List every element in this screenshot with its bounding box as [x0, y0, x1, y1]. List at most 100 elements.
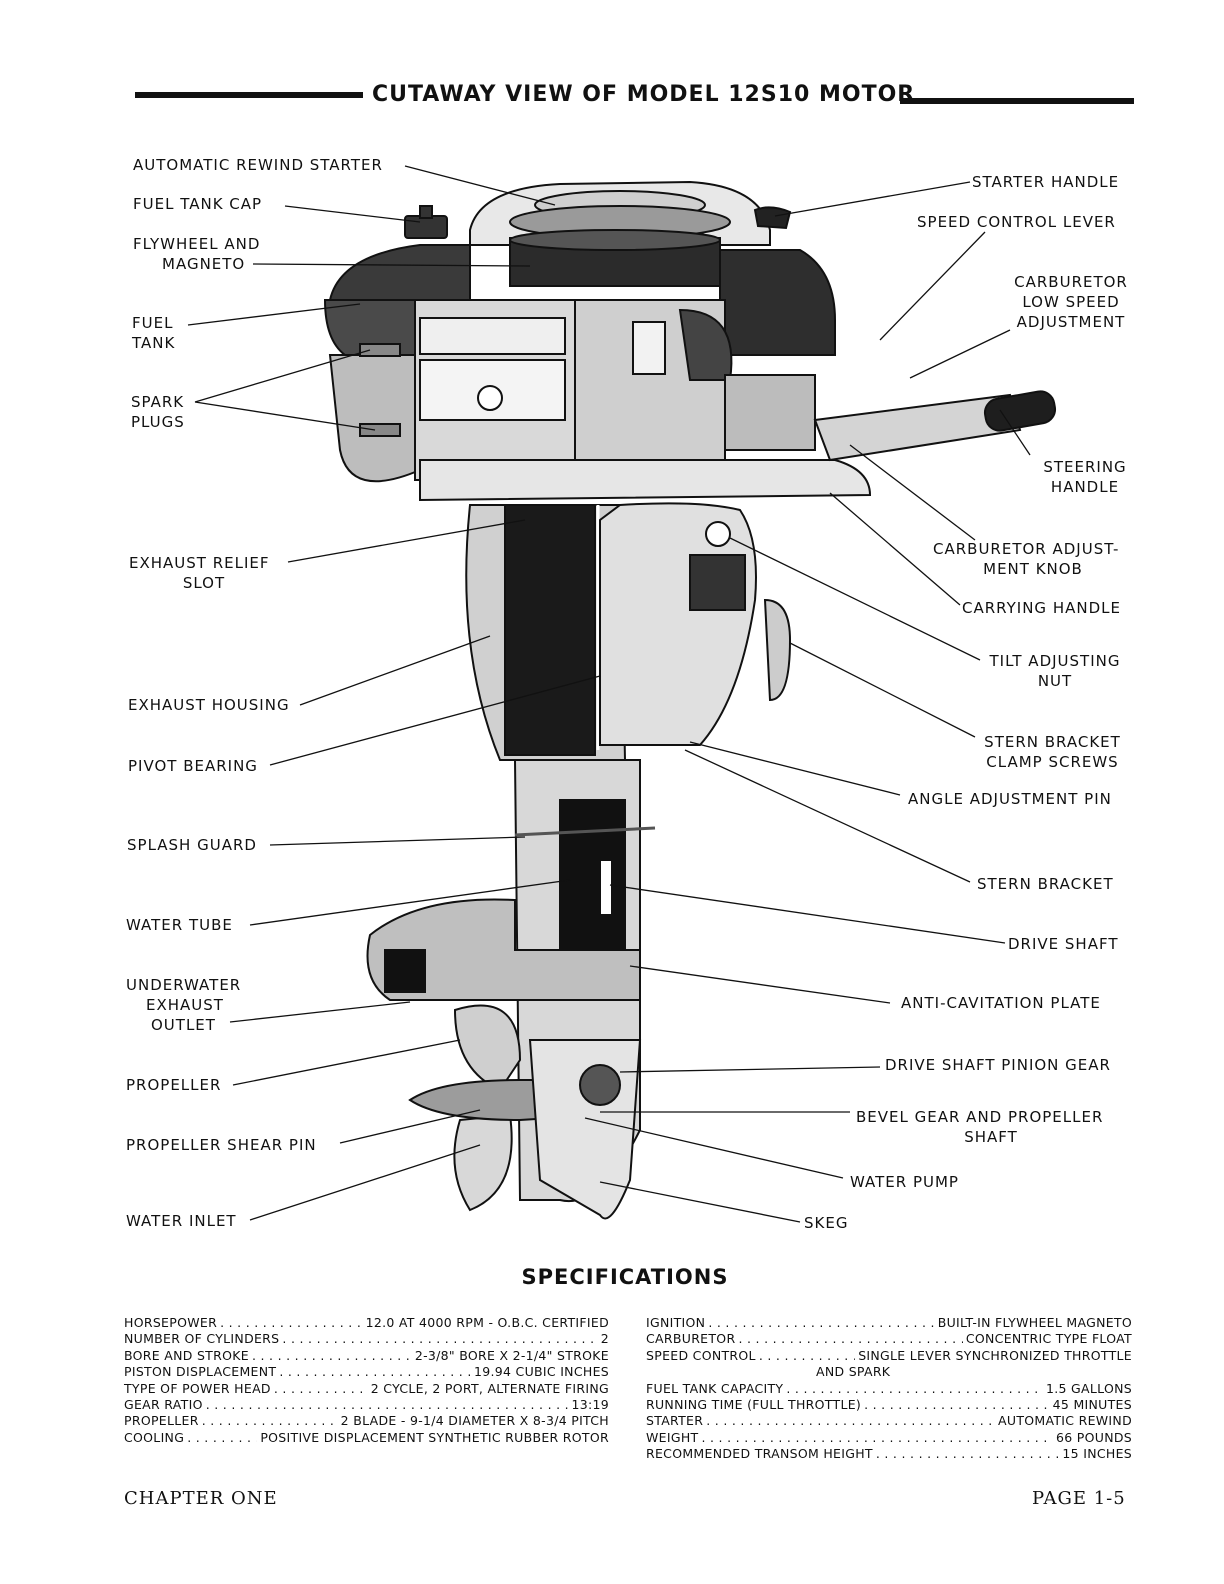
- page-title: CUTAWAY VIEW OF MODEL 12S10 MOTOR: [372, 82, 916, 107]
- label-spark-plugs-line1: SPARK: [131, 393, 185, 411]
- spec-key: RUNNING TIME (FULL THROTTLE): [646, 1397, 862, 1413]
- label-drive-shaft: DRIVE SHAFT: [1008, 935, 1119, 953]
- label-steering-line1: STEERING: [1043, 458, 1127, 476]
- label-carb-low-line1: CARBURETOR: [1014, 273, 1128, 291]
- spec-row: RUNNING TIME (FULL THROTTLE) 45 MINUTES: [646, 1397, 1132, 1413]
- label-underwater-line3: OUTLET: [151, 1016, 216, 1034]
- spec-list-left: HORSEPOWER 12.0 AT 4000 RPM - O.B.C. CERT…: [124, 1315, 609, 1446]
- label-carb-low-line2: LOW SPEED: [1022, 293, 1120, 311]
- spec-row: STARTER AUTOMATIC REWIND: [646, 1413, 1132, 1429]
- spec-row: RECOMMENDED TRANSOM HEIGHT 15 INCHES: [646, 1446, 1132, 1462]
- label-propeller: PROPELLER: [126, 1076, 222, 1094]
- label-splash-guard: SPLASH GUARD: [127, 836, 257, 854]
- label-fuel-tank-line1: FUEL: [132, 314, 174, 332]
- spec-value: AND SPARK: [816, 1364, 891, 1380]
- label-angle-adjustment-pin: ANGLE ADJUSTMENT PIN: [908, 790, 1112, 808]
- label-tilt-line2: NUT: [1037, 672, 1073, 690]
- spec-row: PROPELLER2 BLADE - 9-1/4 DIAMETER X 8-3/…: [124, 1413, 609, 1429]
- spec-row: TYPE OF POWER HEAD 2 CYCLE, 2 PORT, ALTER…: [124, 1381, 609, 1397]
- spec-value: 45 MINUTES: [1052, 1397, 1132, 1413]
- header-rule-left: [135, 92, 363, 98]
- label-skeg: SKEG: [804, 1214, 849, 1232]
- label-pivot-bearing: PIVOT BEARING: [128, 757, 258, 775]
- label-water-pump: WATER PUMP: [850, 1173, 959, 1191]
- spec-row: PISTON DISPLACEMENT 19.94 CUBIC INCHES: [124, 1364, 609, 1380]
- specifications-title: SPECIFICATIONS: [521, 1265, 729, 1289]
- motor-cutaway-illustration: [187, 165, 1057, 1223]
- spec-row: SPEED CONTROL SINGLE LEVER SYNCHRONIZED T…: [646, 1348, 1132, 1364]
- label-propeller-shear-pin: PROPELLER SHEAR PIN: [126, 1136, 317, 1154]
- label-bevel-gear-line2: SHAFT: [964, 1128, 1018, 1146]
- spec-value: 15 INCHES: [1062, 1446, 1132, 1462]
- spec-list-right: IGNITIONBUILT-IN FLYWHEEL MAGNETO CARBUR…: [646, 1315, 1132, 1463]
- page-number: PAGE 1-5: [1032, 1488, 1126, 1509]
- spec-row: BORE AND STROKE2-3/8" BORE X 2-1/4" STRO…: [124, 1348, 609, 1364]
- header-rule-right: [900, 98, 1134, 104]
- spec-leader: [279, 1364, 471, 1380]
- spec-value: 2-3/8" BORE X 2-1/4" STROKE: [414, 1347, 609, 1363]
- label-bevel-gear-line1: BEVEL GEAR AND PROPELLER: [856, 1108, 1104, 1126]
- spec-row: IGNITIONBUILT-IN FLYWHEEL MAGNETO: [646, 1315, 1132, 1331]
- spec-value: AUTOMATIC REWIND: [998, 1413, 1132, 1429]
- spec-leader: [282, 1331, 597, 1347]
- spec-leader: [220, 1315, 363, 1331]
- spec-value: 66 POUNDS: [1055, 1429, 1132, 1445]
- spec-key: GEAR RATIO: [124, 1397, 203, 1413]
- label-anti-cavitation-plate: ANTI-CAVITATION PLATE: [901, 994, 1101, 1012]
- label-underwater-line2: EXHAUST: [146, 996, 224, 1014]
- spec-row-continuation: AND SPARK: [646, 1364, 1132, 1380]
- spec-row: FUEL TANK CAPACITY 1.5 GALLONS: [646, 1381, 1132, 1397]
- spec-key: TYPE OF POWER HEAD: [124, 1380, 271, 1396]
- label-flywheel-line2: MAGNETO: [162, 255, 246, 273]
- label-carb-knob-line1: CARBURETOR ADJUST-: [933, 540, 1120, 558]
- spec-leader: [864, 1397, 1050, 1413]
- spec-leader: [738, 1331, 962, 1347]
- spec-key: COOLING: [124, 1429, 185, 1445]
- spec-key: IGNITION: [646, 1315, 706, 1330]
- spec-key: WEIGHT: [646, 1429, 699, 1445]
- label-speed-control-lever: SPEED CONTROL LEVER: [917, 213, 1116, 231]
- spec-key: NUMBER OF CYLINDERS: [124, 1331, 280, 1347]
- leader-lines: [187, 165, 1031, 1223]
- label-automatic-rewind-starter: AUTOMATIC REWIND STARTER: [133, 156, 383, 174]
- spec-key: RECOMMENDED TRANSOM HEIGHT: [646, 1446, 873, 1462]
- spec-leader: [274, 1381, 368, 1397]
- label-fuel-tank-cap: FUEL TANK CAP: [133, 195, 263, 213]
- spec-value: 2 CYCLE, 2 PORT, ALTERNATE FIRING: [370, 1380, 609, 1396]
- spec-row: HORSEPOWER 12.0 AT 4000 RPM - O.B.C. CERT…: [124, 1315, 609, 1331]
- spec-key: STARTER: [646, 1413, 704, 1429]
- spec-key: FUEL TANK CAPACITY: [646, 1380, 784, 1396]
- chapter-label: CHAPTER ONE: [124, 1488, 278, 1509]
- label-steering-line2: HANDLE: [1050, 478, 1120, 496]
- spec-row: NUMBER OF CYLINDERS2: [124, 1331, 609, 1347]
- spec-value: 13:19: [571, 1397, 609, 1413]
- label-stern-clamp-line1: STERN BRACKET: [984, 733, 1121, 751]
- label-fuel-tank-line2: TANK: [132, 334, 176, 352]
- spec-value: 12.0 AT 4000 RPM - O.B.C. CERTIFIED: [365, 1315, 609, 1330]
- spec-leader: [252, 1348, 412, 1364]
- spec-leader: [708, 1315, 934, 1331]
- label-drive-shaft-pinion-gear: DRIVE SHAFT PINION GEAR: [885, 1056, 1111, 1074]
- label-spark-plugs-line2: PLUGS: [131, 413, 185, 431]
- spec-leader: [759, 1348, 855, 1364]
- label-tilt-line1: TILT ADJUSTING: [989, 652, 1121, 670]
- spec-value: 19.94 CUBIC INCHES: [474, 1364, 609, 1380]
- spec-leader: [876, 1446, 1060, 1462]
- spec-value: SINGLE LEVER SYNCHRONIZED THROTTLE: [858, 1347, 1132, 1363]
- spec-row: COOLINGPOSITIVE DISPLACEMENT SYNTHETIC R…: [124, 1430, 609, 1446]
- spec-key: HORSEPOWER: [124, 1315, 218, 1330]
- spec-key: PISTON DISPLACEMENT: [124, 1364, 277, 1380]
- label-stern-clamp-line2: CLAMP SCREWS: [986, 753, 1119, 771]
- label-carb-low-line3: ADJUSTMENT: [1016, 313, 1126, 331]
- label-starter-handle: STARTER HANDLE: [972, 173, 1120, 191]
- spec-key: PROPELLER: [124, 1413, 199, 1429]
- spec-key: SPEED CONTROL: [646, 1347, 756, 1363]
- spec-value: 1.5 GALLONS: [1046, 1380, 1132, 1396]
- label-carb-knob-line2: MENT KNOB: [983, 560, 1083, 578]
- spec-key: CARBURETOR: [646, 1331, 736, 1347]
- motor-drawing: [323, 180, 1057, 1220]
- spec-leader: [206, 1397, 569, 1413]
- spec-leader: [706, 1413, 995, 1429]
- label-carrying-handle: CARRYING HANDLE: [962, 599, 1121, 617]
- spec-leader: [202, 1413, 338, 1429]
